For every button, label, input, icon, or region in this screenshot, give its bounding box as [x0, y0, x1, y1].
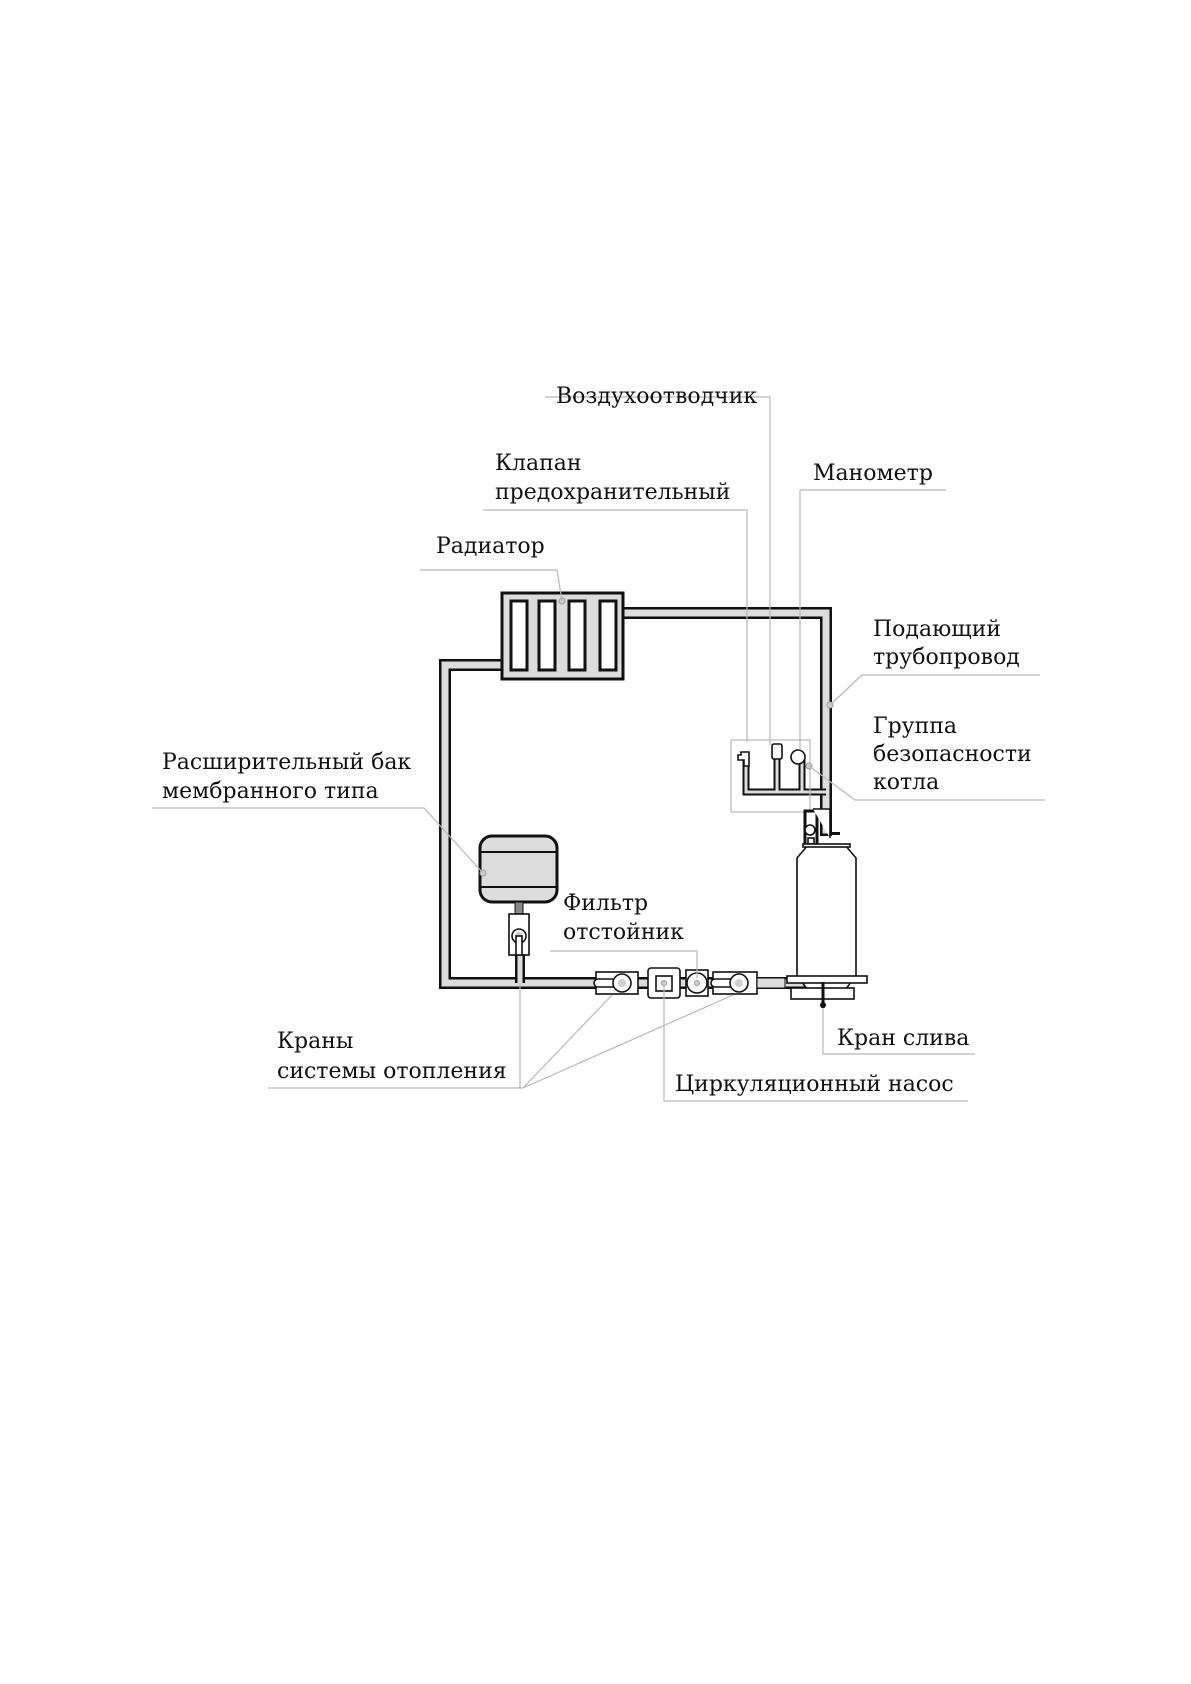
safety-branch-outer: [742, 758, 826, 796]
label-heating-valves-line-1: Краны: [277, 1029, 353, 1054]
expansion-tank: [478, 834, 559, 956]
label-safety-valve-line-2: предохранительный: [495, 480, 730, 505]
boiler: [786, 808, 868, 1008]
label-supply-pipe-line-1: Подающий: [873, 617, 1001, 642]
bottom-line-components: [593, 701, 834, 999]
boiler-body: [796, 844, 857, 991]
heating-valve-2: [710, 971, 758, 995]
labels: Воздухоотводчик Клапан предохранительный…: [162, 384, 1032, 1097]
label-manometer: Манометр: [813, 461, 933, 486]
label-filter-line-2: отстойник: [563, 920, 684, 945]
label-supply-pipe-line-2: трубопровод: [873, 645, 1020, 670]
label-safety-group-line-2: безопасности: [873, 742, 1032, 767]
label-drain-valve: Кран слива: [837, 1026, 969, 1051]
label-expansion-tank-line-2: мембранного типа: [162, 779, 379, 804]
safety-valve-icon: [737, 751, 750, 767]
label-air-vent: Воздухоотводчик: [556, 384, 757, 409]
supply-pipe-outer: [614, 607, 832, 836]
heating-valve-1: [593, 971, 639, 995]
label-safety-group-line-1: Группа: [873, 714, 957, 739]
label-circulation-pump: Циркуляционный насос: [675, 1072, 954, 1097]
manometer-icon: [790, 749, 806, 765]
leader-lines: [152, 396, 1045, 1102]
circulation-pump: [685, 969, 709, 997]
label-safety-valve-line-1: Клапан: [495, 451, 582, 476]
label-filter-line-1: Фильтр: [563, 891, 648, 916]
air-vent-icon: [771, 743, 783, 760]
label-radiator: Радиатор: [436, 534, 545, 559]
radiator: [500, 591, 625, 681]
label-safety-group-line-3: котла: [873, 770, 939, 795]
filter: [647, 967, 681, 999]
label-expansion-tank-line-1: Расширительный бак: [162, 750, 411, 775]
safety-branch-inner: [744, 758, 826, 794]
label-heating-valves-line-2: системы отопления: [277, 1059, 507, 1084]
supply-pipe-inner: [616, 609, 830, 834]
